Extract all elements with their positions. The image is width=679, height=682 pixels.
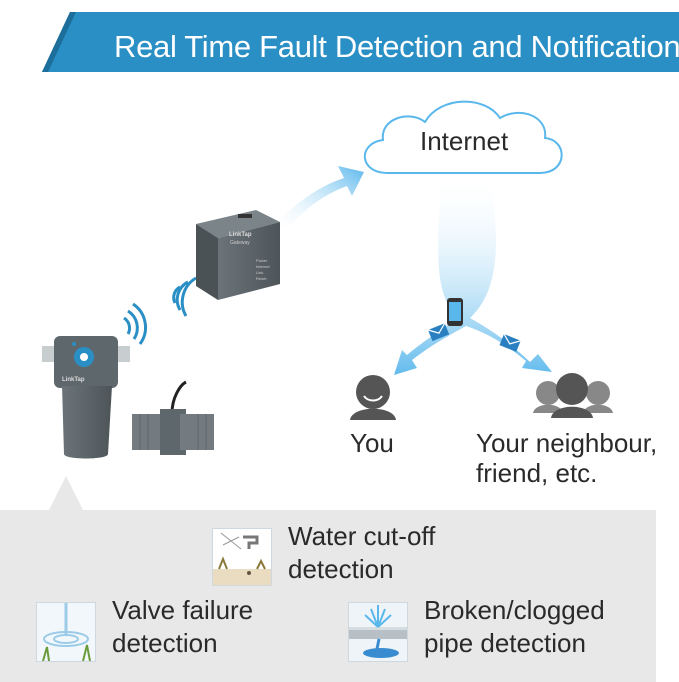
person-icon [350,375,396,420]
feature-water-cutoff-line1: Water cut-off [288,521,436,551]
notification-arrow [394,180,552,375]
wifi-signal-icon [123,302,147,345]
feature-valve-failure-line2: detection [112,628,218,658]
feature-broken-pipe-line1: Broken/clogged [424,595,605,625]
header-banner: Real Time Fault Detection and Notificati… [42,12,679,72]
faucet-icon [212,528,272,586]
flow-sensor [132,380,214,455]
water-drop-icon [36,602,96,662]
gateway-led-label: Power [256,258,268,263]
page-title: Real Time Fault Detection and Notificati… [114,29,679,64]
gateway-brand: LinkTap [229,232,252,238]
phone-icon [447,298,463,326]
feature-water-cutoff-line2: detection [288,554,394,584]
diagram-canvas: LinkTap Gateway Power Internet Link Rese… [42,100,613,459]
wifi-signal-icon [172,276,197,317]
envelope-icon [499,333,521,352]
banner-shape [42,12,679,72]
feature-valve-failure-line1: Valve failure [112,595,254,625]
recipient-others-label-2: friend, etc. [476,458,598,488]
gateway-device [196,210,280,300]
broken-pipe-icon [348,602,408,662]
internet-cloud [363,100,563,174]
gateway-led-label: Internet [256,264,270,269]
upload-arrow [277,166,364,230]
group-icon [533,373,613,418]
gateway-led-label: Reset [256,276,267,281]
recipient-you-label: You [350,428,394,458]
feature-broken-pipe-line2: pipe detection [424,628,586,658]
callout-pointer [48,476,84,512]
envelope-icon [427,322,450,342]
gateway-label: Gateway [230,240,250,246]
internet-label: Internet [420,126,509,156]
valve-brand: LinkTap [62,377,85,383]
gateway-led-label: Link [256,270,263,275]
valve-device [42,336,130,459]
feature-panel: Water cut-off detection Valve failure de… [0,510,656,682]
recipient-others-label: Your neighbour, [476,428,658,458]
